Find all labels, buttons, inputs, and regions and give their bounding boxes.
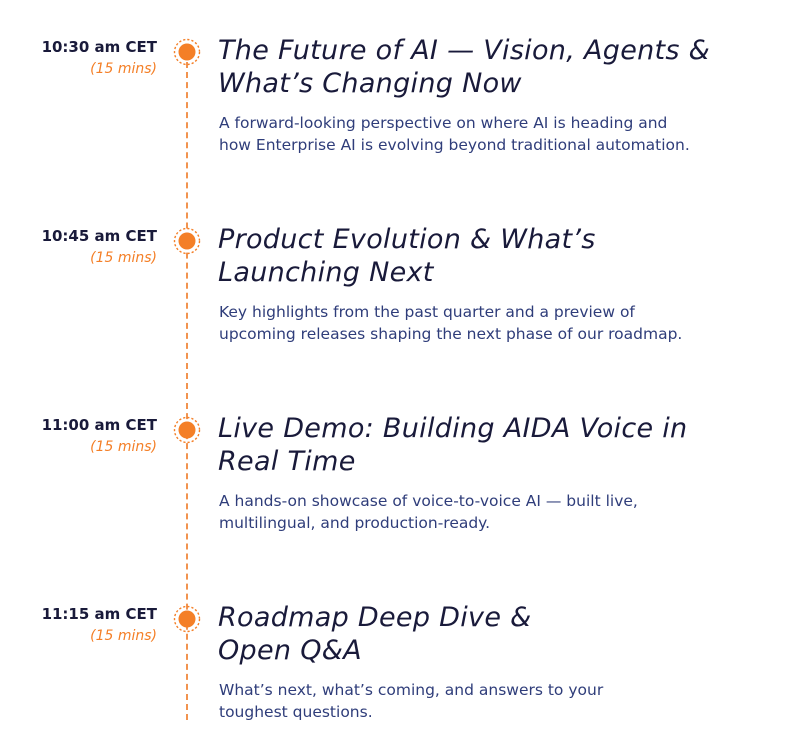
session-duration: (15 mins) <box>90 250 157 266</box>
session-title: The Future of AI — Vision, Agents & What… <box>218 35 711 99</box>
session-description: A forward-looking perspective on where A… <box>219 114 690 154</box>
session-title: Roadmap Deep Dive & Open Q&A <box>218 602 532 666</box>
session-duration: (15 mins) <box>90 61 157 77</box>
session-title: Live Demo: Building AIDA Voice in Real T… <box>218 413 688 477</box>
timeline-dot-icon <box>173 416 201 444</box>
session-time: 10:30 am CET <box>41 38 157 56</box>
session-description: A hands-on showcase of voice-to-voice AI… <box>219 492 638 532</box>
session-title: Product Evolution & What’s Launching Nex… <box>218 224 596 288</box>
session-description: Key highlights from the past quarter and… <box>219 303 683 343</box>
timeline-dot-icon <box>173 227 201 255</box>
session-description: What’s next, what’s coming, and answers … <box>219 681 604 721</box>
session-time: 11:00 am CET <box>41 416 157 434</box>
session-duration: (15 mins) <box>90 628 157 644</box>
timeline-line <box>186 52 188 720</box>
session-time: 11:15 am CET <box>41 605 157 623</box>
timeline-dot-icon <box>173 605 201 633</box>
timeline-dot-icon <box>173 38 201 66</box>
session-duration: (15 mins) <box>90 439 157 455</box>
session-time: 10:45 am CET <box>41 227 157 245</box>
